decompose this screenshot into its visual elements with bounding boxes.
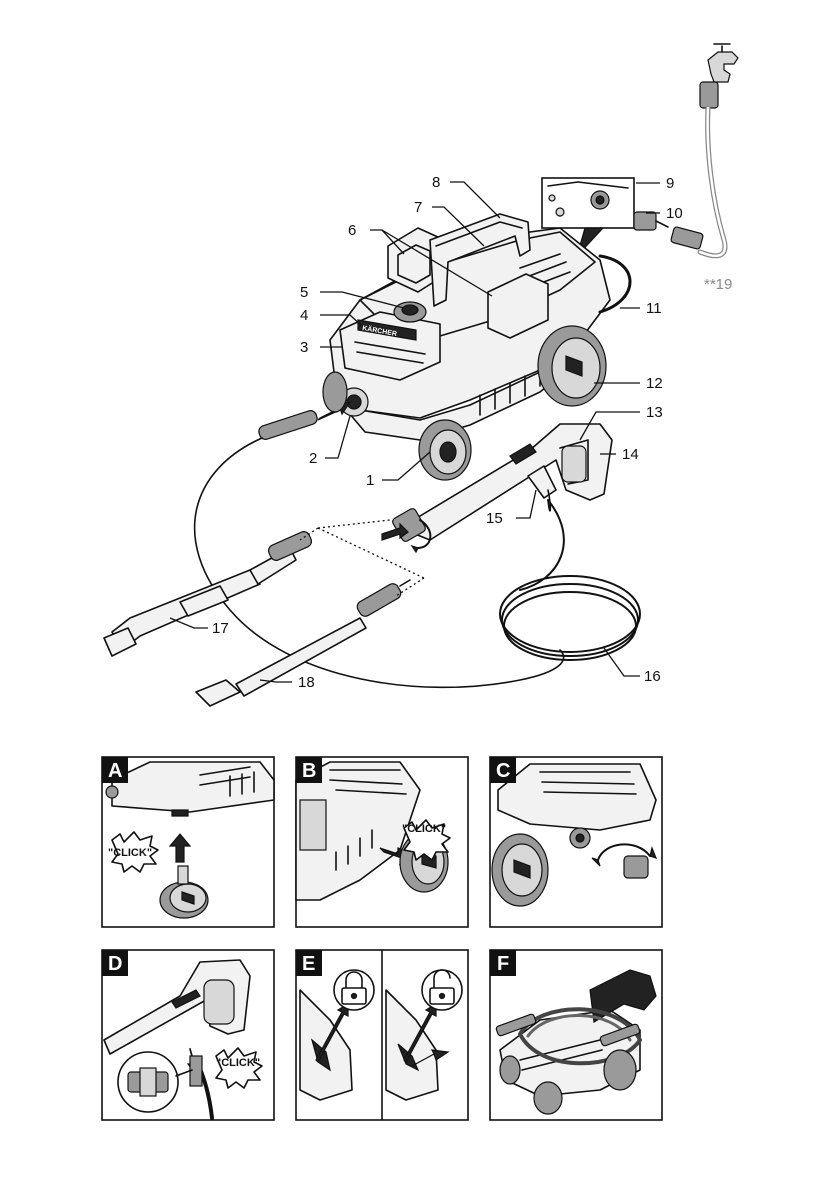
callout-11: 11 — [646, 300, 662, 317]
panel-c: C — [490, 757, 662, 927]
callout-15: 15 — [486, 510, 503, 527]
panel-d: "CLICK" D — [102, 950, 274, 1120]
callout-6: 6 — [348, 222, 356, 239]
callout-9: 9 — [666, 175, 674, 192]
panel-a-tag: A — [108, 760, 122, 782]
callout-19: **19 — [704, 276, 732, 293]
lock-closed-icon — [334, 970, 374, 1010]
callout-16: 16 — [644, 668, 661, 685]
callout-3: 3 — [300, 339, 308, 356]
panel-e-tag: E — [302, 953, 315, 975]
callout-8: 8 — [432, 174, 440, 191]
panel-e: E — [296, 950, 468, 1120]
callout-14: 14 — [622, 446, 639, 463]
panel-f: F — [490, 950, 662, 1120]
callout-17: 17 — [212, 620, 229, 637]
callout-5: 5 — [300, 284, 308, 301]
trigger-gun — [382, 424, 612, 552]
vario-power-spray-lance — [104, 530, 313, 656]
lock-open-icon — [422, 970, 462, 1010]
panel-b: "CLICK" B — [296, 757, 468, 927]
panel-c-tag: C — [496, 760, 510, 782]
callout-10: 10 — [666, 205, 683, 222]
panel-f-tag: F — [497, 953, 509, 975]
panel-d-click: "CLICK" — [216, 1057, 260, 1069]
callout-12: 12 — [646, 375, 663, 392]
panel-a: "CLICK" A — [102, 757, 274, 927]
panel-b-click: "CLICK" — [402, 823, 446, 835]
callout-7: 7 — [414, 199, 422, 216]
callout-1: 1 — [366, 472, 374, 489]
callout-4: 4 — [300, 307, 308, 324]
panel-b-tag: B — [302, 760, 316, 782]
rear-wheel — [538, 326, 606, 406]
front-wheel — [419, 420, 471, 480]
callout-2: 2 — [309, 450, 317, 467]
panel-d-tag: D — [108, 953, 122, 975]
callout-18: 18 — [298, 674, 315, 691]
panel-a-click: "CLICK" — [108, 847, 152, 859]
main-illustration: KÄRCHER — [104, 44, 738, 706]
panel-c-hose-coupling — [624, 856, 648, 878]
garden-hose-with-tap — [670, 44, 738, 256]
callout-13: 13 — [646, 404, 663, 421]
